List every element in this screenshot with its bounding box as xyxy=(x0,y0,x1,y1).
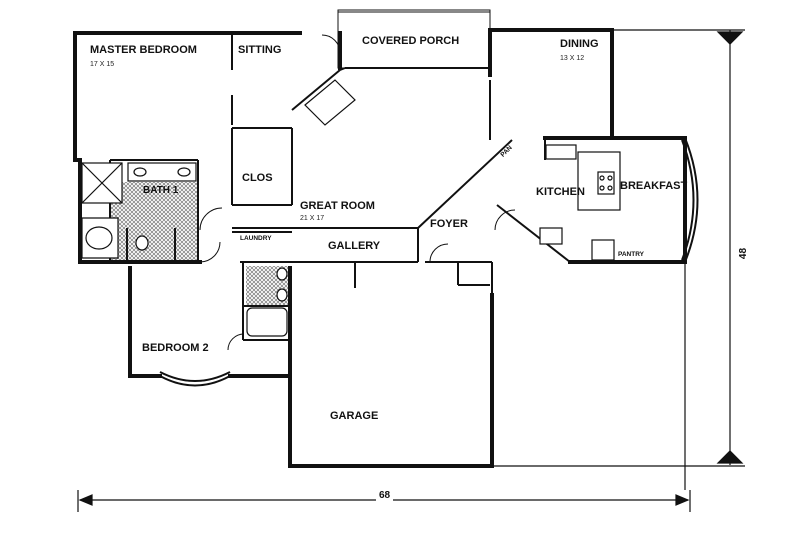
depth-dimension-label: 48 xyxy=(738,247,750,260)
great-room-label: GREAT ROOM xyxy=(300,200,375,212)
fixtures xyxy=(81,79,621,337)
breakfast-label: BREAKFAST xyxy=(620,180,688,192)
covered-porch-label: COVERED PORCH xyxy=(362,35,460,47)
master-bedroom-label: MASTER BEDROOM xyxy=(90,44,197,56)
exterior-walls xyxy=(73,28,687,468)
foyer-label: FOYER xyxy=(430,218,468,230)
dining-size: 13 X 12 xyxy=(560,55,585,62)
covered-porch xyxy=(337,9,491,69)
width-dimension-label: 68 xyxy=(376,490,394,501)
bath1-label: BATH 1 xyxy=(143,185,179,196)
pantry-label: PANTRY xyxy=(618,251,644,258)
bedroom2-label: BEDROOM 2 xyxy=(142,342,209,354)
bath1-tile-floor xyxy=(110,182,198,262)
gallery-label: GALLERY xyxy=(328,240,381,252)
garage-label: GARAGE xyxy=(330,410,379,422)
clos-label: CLOS xyxy=(242,172,273,184)
great-room-size: 21 X 17 xyxy=(300,215,325,222)
laundry-label: LAUNDRY xyxy=(240,235,272,242)
dining-label: DINING xyxy=(560,38,599,50)
master-bedroom-size: 17 X 15 xyxy=(90,61,115,68)
bay-windows xyxy=(159,137,699,387)
sitting-label: SITTING xyxy=(238,44,282,56)
dimension-lines xyxy=(77,29,745,512)
doors xyxy=(199,34,516,351)
interior-walls xyxy=(109,33,571,341)
kitchen-label: KITCHEN xyxy=(536,186,585,198)
